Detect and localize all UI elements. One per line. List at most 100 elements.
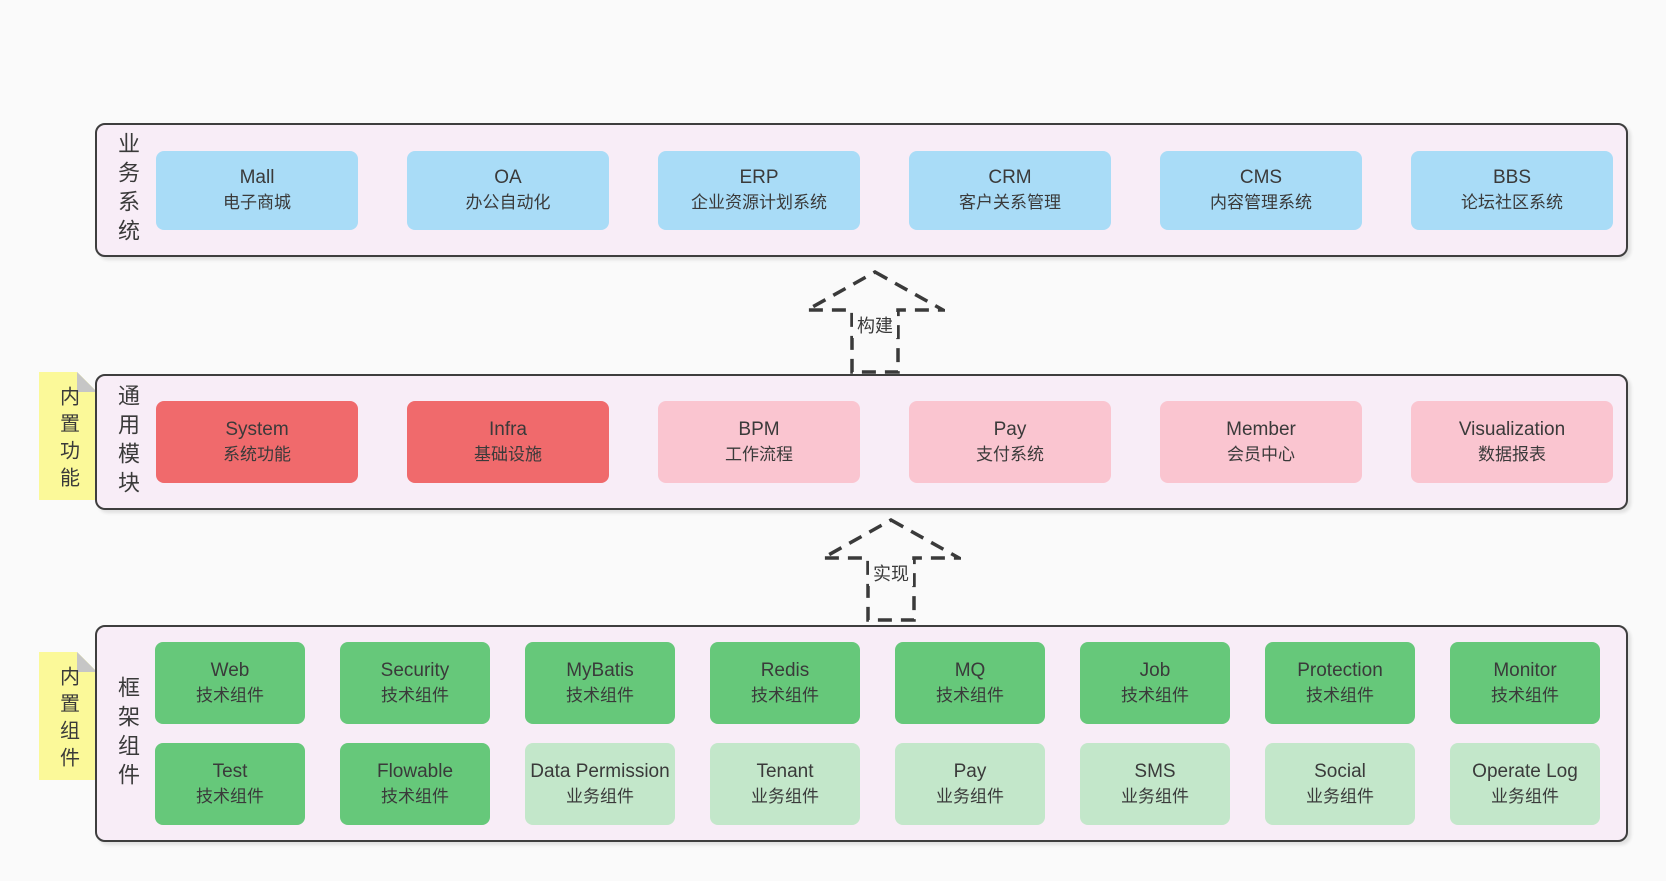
box-title: Web xyxy=(210,660,250,682)
diagram-box-pay: Pay 支付系统 xyxy=(909,401,1111,483)
box-title: Tenant xyxy=(756,761,814,783)
diagram-box-test: Test 技术组件 xyxy=(155,743,305,825)
box-subtitle: 办公自动化 xyxy=(465,193,551,213)
box-subtitle: 技术组件 xyxy=(196,787,264,807)
box-subtitle: 业务组件 xyxy=(1121,787,1189,807)
box-title: SMS xyxy=(1134,761,1176,783)
box-title: BPM xyxy=(738,419,780,441)
box-subtitle: 工作流程 xyxy=(725,445,793,465)
component-row: System 系统功能 Infra 基础设施 BPM 工作流程 Pay 支付系统 Member 会… xyxy=(156,401,1620,483)
box-subtitle: 系统功能 xyxy=(223,445,291,465)
diagram-box-flowable: Flowable 技术组件 xyxy=(340,743,490,825)
box-title: Social xyxy=(1314,761,1366,783)
box-subtitle: 业务组件 xyxy=(1491,787,1559,807)
box-subtitle: 技术组件 xyxy=(196,686,264,706)
box-title: Job xyxy=(1139,660,1171,682)
box-subtitle: 技术组件 xyxy=(1121,686,1189,706)
box-subtitle: 电子商城 xyxy=(223,193,291,213)
band-label: 通用模块 xyxy=(115,384,140,500)
diagram-box-security: Security 技术组件 xyxy=(340,642,490,724)
box-title: System xyxy=(225,419,289,441)
arrow-label: 实现 xyxy=(869,560,913,586)
box-title: Flowable xyxy=(376,761,454,783)
diagram-box-redis: Redis 技术组件 xyxy=(710,642,860,724)
box-subtitle: 技术组件 xyxy=(566,686,634,706)
box-subtitle: 业务组件 xyxy=(566,787,634,807)
box-title: MQ xyxy=(954,660,986,682)
diagram-box-infra: Infra 基础设施 xyxy=(407,401,609,483)
box-title: CMS xyxy=(1239,167,1283,189)
box-title: Test xyxy=(212,761,248,783)
diagram-box-operate-log: Operate Log 业务组件 xyxy=(1450,743,1600,825)
box-subtitle: 业务组件 xyxy=(936,787,1004,807)
box-title: MyBatis xyxy=(566,660,634,682)
box-subtitle: 客户关系管理 xyxy=(959,193,1061,213)
box-subtitle: 技术组件 xyxy=(936,686,1004,706)
box-subtitle: 技术组件 xyxy=(751,686,819,706)
box-title: Mall xyxy=(239,167,275,189)
box-title: Protection xyxy=(1297,660,1383,682)
box-subtitle: 技术组件 xyxy=(381,686,449,706)
dashed-up-arrow-icon xyxy=(821,518,961,622)
diagram-box-system: System 系统功能 xyxy=(156,401,358,483)
arrow-up-build: 构建 xyxy=(805,270,945,374)
diagram-box-sms: SMS 业务组件 xyxy=(1080,743,1230,825)
dashed-up-arrow-icon xyxy=(805,270,945,374)
sticky-note-builtin-components: 内置组件 xyxy=(39,652,97,780)
box-title: Data Permission xyxy=(530,761,670,783)
box-subtitle: 会员中心 xyxy=(1227,445,1295,465)
diagram-box-job: Job 技术组件 xyxy=(1080,642,1230,724)
box-title: Redis xyxy=(760,660,810,682)
diagram-box-bbs: BBS 论坛社区系统 xyxy=(1411,150,1613,230)
box-subtitle: 技术组件 xyxy=(1306,686,1374,706)
arrow-up-implement: 实现 xyxy=(821,518,961,622)
box-subtitle: 内容管理系统 xyxy=(1210,193,1312,213)
arrow-label: 构建 xyxy=(853,312,897,338)
box-title: OA xyxy=(494,167,522,189)
sticky-note-label: 内置功能 xyxy=(56,385,79,494)
diagram-box-oa: OA 办公自动化 xyxy=(407,150,609,230)
box-title: Member xyxy=(1226,419,1296,441)
band-label: 业务系统 xyxy=(115,132,140,248)
box-subtitle: 论坛社区系统 xyxy=(1461,193,1563,213)
box-subtitle: 技术组件 xyxy=(381,787,449,807)
band-common-modules: 通用模块 System 系统功能 Infra 基础设施 BPM 工作流程 Pay 支付系统 Me… xyxy=(95,374,1628,510)
diagram-box-mq: MQ 技术组件 xyxy=(895,642,1045,724)
diagram-box-protection: Protection 技术组件 xyxy=(1265,642,1415,724)
box-title: Security xyxy=(380,660,450,682)
diagram-box-mall: Mall 电子商城 xyxy=(156,150,358,230)
box-title: ERP xyxy=(739,167,779,189)
diagram-box-pay: Pay 业务组件 xyxy=(895,743,1045,825)
box-title: CRM xyxy=(988,167,1032,189)
band-rows: System 系统功能 Infra 基础设施 BPM 工作流程 Pay 支付系统 Member 会… xyxy=(156,376,1620,508)
box-title: Operate Log xyxy=(1472,761,1578,783)
diagram-box-cms: CMS 内容管理系统 xyxy=(1160,150,1362,230)
box-subtitle: 支付系统 xyxy=(976,445,1044,465)
box-title: Infra xyxy=(488,419,528,441)
box-title: Visualization xyxy=(1458,419,1566,441)
box-subtitle: 业务组件 xyxy=(751,787,819,807)
diagram-box-tenant: Tenant 业务组件 xyxy=(710,743,860,825)
box-title: Pay xyxy=(953,761,987,783)
box-subtitle: 数据报表 xyxy=(1478,445,1546,465)
box-subtitle: 基础设施 xyxy=(474,445,542,465)
diagram-box-mybatis: MyBatis 技术组件 xyxy=(525,642,675,724)
diagram-box-web: Web 技术组件 xyxy=(155,642,305,724)
sticky-note-label: 内置组件 xyxy=(56,665,79,774)
box-title: BBS xyxy=(1492,167,1532,189)
box-subtitle: 技术组件 xyxy=(1491,686,1559,706)
diagram-box-data-permission: Data Permission 业务组件 xyxy=(525,743,675,825)
box-title: Pay xyxy=(993,419,1027,441)
diagram-box-bpm: BPM 工作流程 xyxy=(658,401,860,483)
diagram-box-member: Member 会员中心 xyxy=(1160,401,1362,483)
